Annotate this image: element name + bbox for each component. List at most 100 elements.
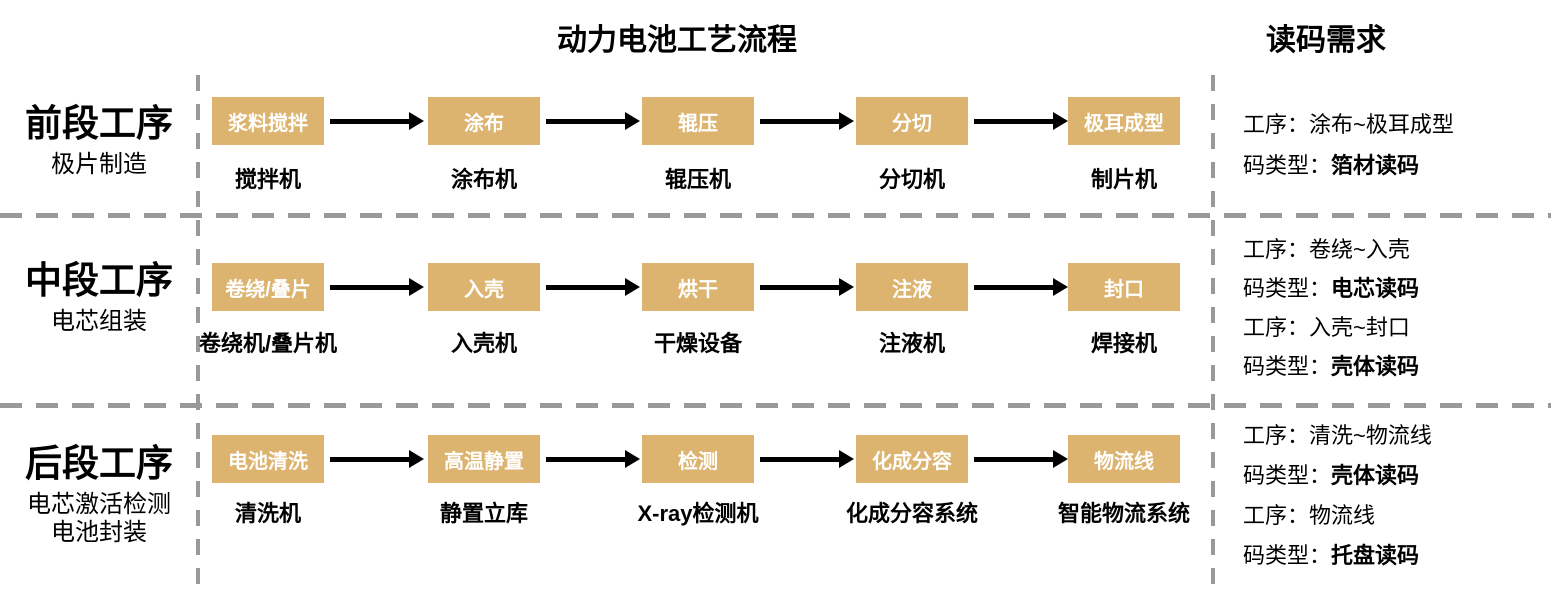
flow-arrow — [330, 450, 424, 468]
req-prefix: 码类型： — [1243, 276, 1332, 301]
machine-label: 智能物流系统 — [1057, 501, 1190, 526]
machine-label: 干燥设备 — [653, 331, 742, 356]
arrow-shaft — [546, 457, 628, 462]
flow-arrow — [330, 112, 424, 130]
machine-label: 化成分容系统 — [845, 501, 978, 526]
arrow-shaft — [760, 119, 842, 124]
arrow-right-icon — [839, 278, 854, 296]
flow-arrow — [760, 112, 854, 130]
process-box: 检测 — [642, 435, 754, 483]
req-value: 电芯读码 — [1331, 276, 1420, 301]
flow-arrow — [760, 450, 854, 468]
req-value: 壳体读码 — [1331, 354, 1420, 379]
arrow-right-icon — [409, 450, 424, 468]
stage-subtitle: 电芯组装 — [51, 308, 147, 335]
arrow-right-icon — [839, 112, 854, 130]
req-value: 入壳~封口 — [1309, 315, 1410, 340]
req-value: 托盘读码 — [1331, 543, 1420, 568]
req-prefix: 工序： — [1243, 503, 1310, 528]
requirement-line: 工序：卷绕~入壳 — [1243, 230, 1419, 269]
req-value: 壳体读码 — [1331, 463, 1420, 488]
row-divider-2 — [0, 403, 1551, 408]
process-box: 分切 — [856, 97, 968, 145]
flow-arrow — [760, 278, 854, 296]
requirements-block-back: 工序：清洗~物流线 码类型：壳体读码 工序：物流线 码类型：托盘读码 — [1243, 416, 1432, 576]
process-box: 烘干 — [642, 263, 754, 311]
flow-arrow — [974, 450, 1068, 468]
arrow-right-icon — [625, 112, 640, 130]
req-prefix: 工序： — [1243, 112, 1310, 137]
machine-label: 搅拌机 — [234, 167, 301, 192]
requirement-line: 工序：物流线 — [1243, 496, 1432, 536]
process-box: 注液 — [856, 263, 968, 311]
process-box: 物流线 — [1068, 435, 1180, 483]
process-box: 电池清洗 — [212, 435, 324, 483]
arrow-shaft — [974, 119, 1056, 124]
stage-name: 前段工序 — [25, 103, 173, 144]
process-box: 卷绕/叠片 — [212, 263, 324, 311]
process-box: 入壳 — [428, 263, 540, 311]
arrow-shaft — [974, 285, 1056, 290]
arrow-right-icon — [1053, 450, 1068, 468]
requirement-line: 工序：清洗~物流线 — [1243, 416, 1432, 456]
process-box: 封口 — [1068, 263, 1180, 311]
arrow-right-icon — [1053, 278, 1068, 296]
machine-label: X-ray检测机 — [637, 501, 759, 526]
arrow-right-icon — [839, 450, 854, 468]
machine-label: 注液机 — [878, 331, 945, 356]
process-box: 极耳成型 — [1068, 97, 1180, 145]
flow-arrow — [974, 112, 1068, 130]
arrow-right-icon — [409, 112, 424, 130]
requirements-block-front: 工序：涂布~极耳成型 码类型：箔材读码 — [1243, 104, 1454, 186]
left-divider-line — [196, 75, 200, 590]
req-value: 涂布~极耳成型 — [1309, 112, 1454, 137]
machine-label: 分切机 — [878, 167, 945, 192]
arrow-shaft — [330, 119, 412, 124]
stage-label-front: 前段工序 极片制造 — [0, 101, 198, 179]
requirement-line: 码类型：托盘读码 — [1243, 536, 1432, 576]
stage-subtitle: 极片制造 — [51, 151, 147, 178]
req-prefix: 工序： — [1243, 423, 1310, 448]
process-box: 高温静置 — [428, 435, 540, 483]
req-prefix: 工序： — [1243, 315, 1310, 340]
arrow-shaft — [974, 457, 1056, 462]
process-box: 浆料搅拌 — [212, 97, 324, 145]
requirement-line: 码类型：箔材读码 — [1243, 145, 1454, 186]
machine-label: 制片机 — [1090, 167, 1157, 192]
flow-arrow — [546, 450, 640, 468]
arrow-right-icon — [409, 278, 424, 296]
requirements-block-middle: 工序：卷绕~入壳 码类型：电芯读码 工序：入壳~封口 码类型：壳体读码 — [1243, 230, 1419, 386]
arrow-shaft — [760, 285, 842, 290]
arrow-right-icon — [625, 278, 640, 296]
machine-label: 焊接机 — [1090, 331, 1157, 356]
stage-name: 中段工序 — [25, 260, 173, 301]
req-value: 物流线 — [1309, 503, 1376, 528]
machine-label: 卷绕机/叠片机 — [198, 331, 338, 356]
requirement-line: 码类型：壳体读码 — [1243, 456, 1432, 496]
arrow-shaft — [546, 285, 628, 290]
flow-arrow — [330, 278, 424, 296]
arrow-shaft — [330, 457, 412, 462]
machine-label: 涂布机 — [450, 167, 517, 192]
req-prefix: 码类型： — [1243, 354, 1332, 379]
req-value: 清洗~物流线 — [1309, 423, 1432, 448]
req-value: 箔材读码 — [1331, 153, 1420, 178]
stage-label-back: 后段工序 电芯激活检测 电池封装 — [0, 441, 198, 547]
arrow-shaft — [760, 457, 842, 462]
req-prefix: 码类型： — [1243, 463, 1332, 488]
process-box: 涂布 — [428, 97, 540, 145]
process-box: 化成分容 — [856, 435, 968, 483]
stage-name: 后段工序 — [25, 443, 173, 484]
machine-label: 静置立库 — [439, 501, 528, 526]
flow-arrow — [546, 112, 640, 130]
machine-label: 入壳机 — [450, 331, 517, 356]
req-value: 卷绕~入壳 — [1309, 237, 1410, 262]
requirement-line: 码类型：壳体读码 — [1243, 347, 1419, 386]
requirement-line: 工序：涂布~极耳成型 — [1243, 104, 1454, 145]
row-divider-1 — [0, 213, 1551, 218]
flow-arrow — [546, 278, 640, 296]
requirements-title: 读码需求 — [1266, 24, 1386, 57]
requirement-line: 工序：入壳~封口 — [1243, 308, 1419, 347]
arrow-right-icon — [625, 450, 640, 468]
